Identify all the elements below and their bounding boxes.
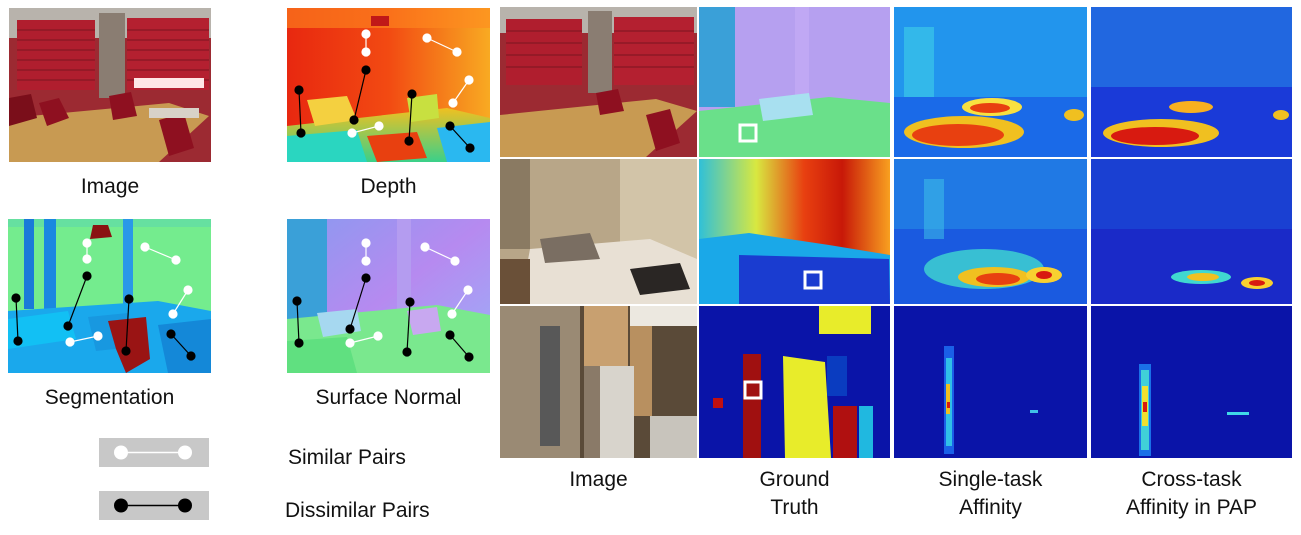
column-caption-image: Image: [500, 466, 697, 494]
grid-row2-image: [500, 159, 697, 304]
column-caption-line1: Ground: [759, 468, 830, 491]
grid-row1-cross-task-affinity: [1091, 7, 1292, 157]
column-caption-line2: Truth: [770, 496, 819, 519]
image-panel: [9, 8, 211, 162]
image-caption: Image: [80, 175, 140, 198]
column-caption-line2: Affinity: [959, 496, 1022, 519]
grid-row2-ground-truth: [699, 159, 890, 304]
dissimilar-pair-markers: [294, 65, 475, 153]
grid-row3-image: [500, 306, 697, 458]
grid-row3-single-task-affinity: [894, 306, 1087, 458]
column-caption-ground-truth: Ground Truth: [699, 466, 890, 522]
similar-pairs-legend-swatch: [99, 438, 209, 467]
query-pixel-marker: [743, 380, 763, 400]
dissimilar-pairs-legend-swatch: [99, 491, 209, 520]
column-caption-line2: Affinity in PAP: [1125, 496, 1258, 519]
query-pixel-marker: [738, 123, 758, 143]
column-caption-single-task: Single-task Affinity: [894, 466, 1087, 522]
grid-row1-ground-truth: [699, 7, 890, 157]
column-caption-line1: Single-task: [938, 468, 1043, 491]
grid-row2-cross-task-affinity: [1091, 159, 1292, 304]
similar-pairs-label: Similar Pairs: [288, 446, 406, 469]
similar-pair-markers: [347, 29, 474, 138]
depth-caption: Depth: [360, 175, 417, 198]
grid-row2-single-task-affinity: [894, 159, 1087, 304]
surface-normal-panel: [287, 219, 490, 373]
grid-row3-cross-task-affinity: [1091, 306, 1292, 458]
segmentation-panel: [8, 219, 211, 373]
depth-panel: [287, 8, 490, 162]
grid-row3-ground-truth: [699, 306, 890, 458]
column-caption-cross-task: Cross-task Affinity in PAP: [1091, 466, 1292, 522]
query-pixel-marker: [803, 270, 823, 290]
grid-row1-image: [500, 7, 697, 157]
column-caption-line1: Image: [569, 468, 628, 491]
surface-normal-caption: Surface Normal: [315, 386, 462, 409]
grid-row1-single-task-affinity: [894, 7, 1087, 157]
dissimilar-pairs-label: Dissimilar Pairs: [285, 499, 430, 522]
column-caption-line1: Cross-task: [1141, 468, 1242, 491]
segmentation-caption: Segmentation: [44, 386, 175, 409]
